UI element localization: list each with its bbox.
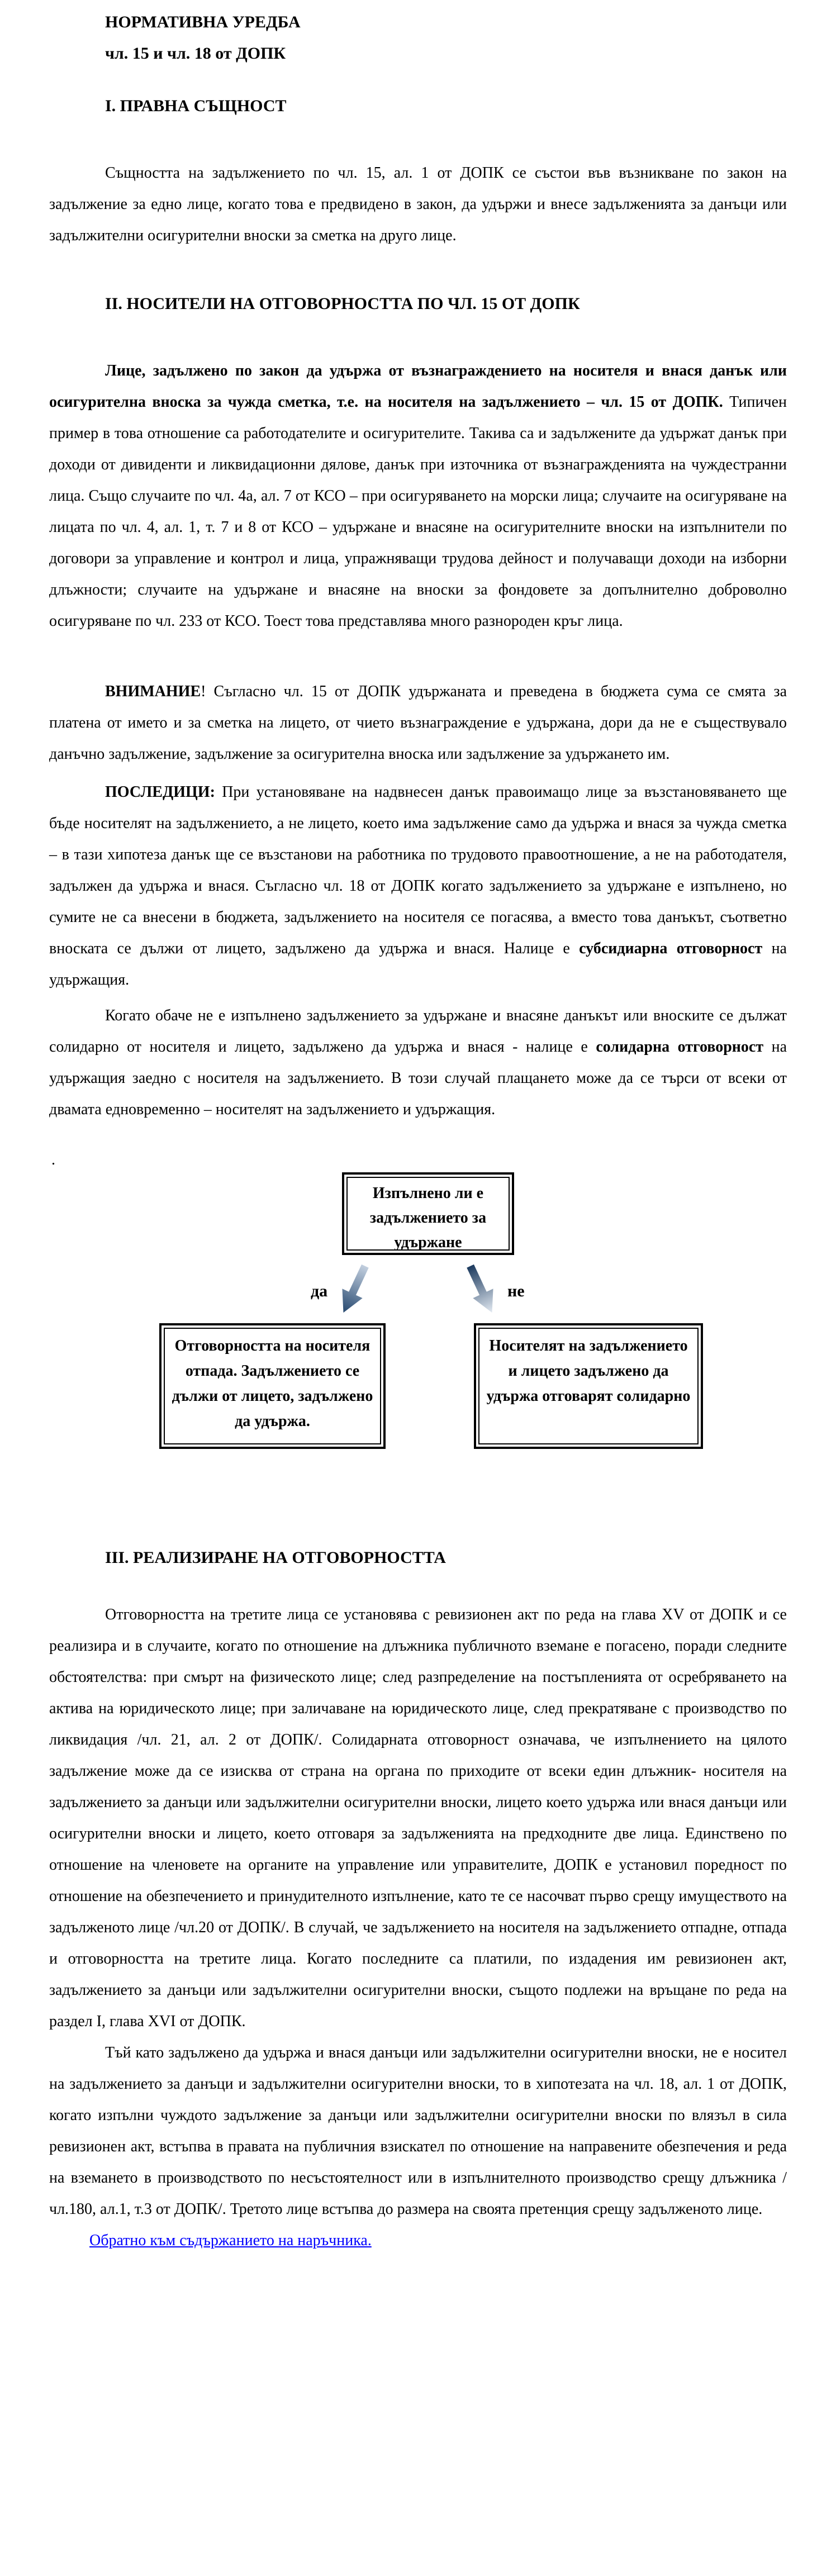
flowchart-no-result-box: Носителят на задължението и лицето задъл… (474, 1323, 703, 1449)
text-run: на удържащия. (49, 940, 787, 988)
bold-run: ПОСЛЕДИЦИ: (105, 783, 215, 801)
flowchart-yes-result-box-inner: Отговорността на носителя отпада. Задълж… (164, 1328, 381, 1444)
flowchart-question-box-inner: Изпълнено ли е задължението за удържане (346, 1177, 510, 1251)
bold-run: Лице, задължено по закон да удържа от въ… (49, 362, 787, 411)
text-run: При установяване на надвнесен данък прав… (49, 783, 787, 957)
back-to-contents-link[interactable]: Обратно към съдържанието на наръчника. (89, 2232, 372, 2249)
section-1-heading: I. ПРАВНА СЪЩНОСТ (105, 97, 287, 115)
section-3-heading: III. РЕАЛИЗИРАНЕ НА ОТГОВОРНОСТТА (105, 1548, 446, 1567)
section-2-heading: II. НОСИТЕЛИ НА ОТГОВОРНОСТТА ПО ЧЛ. 15 … (105, 294, 580, 313)
doc-title-line-1: НОРМАТИВНА УРЕДБА (105, 13, 301, 31)
text-run: Когато обаче не е изпълнено задължението… (49, 1007, 787, 1056)
attention-paragraph: ВНИМАНИЕ! Съгласно чл. 15 от ДОПК удържа… (49, 676, 787, 770)
bold-run: ВНИМАНИЕ (105, 683, 201, 700)
no-arrow-icon (467, 1265, 493, 1313)
flowchart-question-text: Изпълнено ли е задължението за удържане (369, 1185, 487, 1251)
section-1-paragraph: Същността на задължението по чл. 15, ал.… (49, 164, 787, 244)
flowchart-no-result-box-inner: Носителят на задължението и лицето задъл… (478, 1328, 699, 1444)
bold-run: субсидиарна отговорност (579, 940, 763, 957)
flowchart-yes-result-text: Отговорността на носителя отпада. Задълж… (172, 1337, 373, 1430)
bold-run: солидарна отговорност (596, 1038, 764, 1056)
text-run: на удържащия заедно с носителя на задълж… (49, 1038, 787, 1118)
flowchart-no-result-text: Носителят на задължението и лицето задъл… (486, 1337, 691, 1405)
flowchart-no-label: не (507, 1282, 525, 1300)
section-3-paragraph-2: Тъй като задължено да удържа и внася дан… (49, 2044, 787, 2218)
text-run: Типичен пример в това отношение са работ… (49, 393, 787, 630)
section-2-paragraph-1: Лице, задължено по закон да удържа от въ… (49, 355, 787, 637)
flowchart-yes-result-box: Отговорността на носителя отпада. Задълж… (159, 1323, 386, 1449)
consequences-paragraph: ПОСЛЕДИЦИ: При установяване на надвнесен… (49, 777, 787, 996)
flowchart-yes-label: да (311, 1282, 328, 1300)
footer: Обратно към съдържанието на наръчника. (49, 2225, 787, 2256)
document-page: НОРМАТИВНА УРЕДБА чл. 15 и чл. 18 от ДОП… (0, 13, 836, 2256)
flowchart: Изпълнено ли е задължението за удържане … (0, 1172, 836, 1457)
flowchart-question-box: Изпълнено ли е задължението за удържане (342, 1172, 514, 1255)
section-3-paragraph-1: Отговорността на третите лица се установ… (49, 1606, 787, 2030)
stray-dot: . (51, 1151, 55, 1168)
doc-title-line-2: чл. 15 и чл. 18 от ДОПК (105, 44, 286, 63)
solidarity-paragraph: Когато обаче не е изпълнено задължението… (49, 1000, 787, 1125)
yes-arrow-icon (342, 1265, 369, 1313)
text-run: ! Съгласно чл. 15 от ДОПК удържаната и п… (49, 683, 787, 763)
